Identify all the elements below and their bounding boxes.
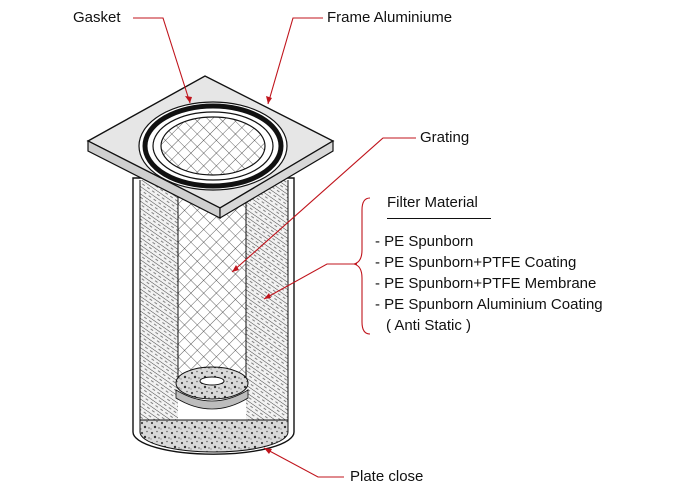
gasket-ring xyxy=(138,101,288,191)
filter-material-item: ( Anti Static ) xyxy=(386,317,472,334)
filter-material-item: - PE Spunborn+PTFE Coating xyxy=(375,254,577,271)
frame-label: Frame Aluminiume xyxy=(327,9,453,26)
filter-media-right xyxy=(246,180,288,420)
filter-material-item: - PE Spunborn xyxy=(375,233,474,250)
filter-material-item: - PE Spunborn+PTFE Membrane xyxy=(375,275,597,292)
leader-filter-material xyxy=(263,263,357,300)
filter-material-brace xyxy=(353,197,371,335)
leader-lines xyxy=(133,17,416,478)
bottom-ring xyxy=(175,389,249,410)
filter-material-item: - PE Spunborn Aluminium Coating xyxy=(375,296,603,313)
center-boss xyxy=(199,376,225,386)
filter-material-heading: Filter Material xyxy=(387,194,478,211)
grating-label: Grating xyxy=(420,129,470,146)
leader-grating xyxy=(231,137,416,273)
leader-gasket xyxy=(133,17,191,104)
top-grating xyxy=(160,116,266,176)
plate-close-label: Plate close xyxy=(350,468,424,485)
grating-cylinder xyxy=(177,189,247,381)
leader-frame xyxy=(267,17,323,105)
filter-media-left xyxy=(140,180,178,420)
gasket-label: Gasket xyxy=(73,9,121,26)
filter-material-underline xyxy=(387,218,491,219)
leader-plate-close xyxy=(263,447,344,478)
bottom-plate xyxy=(139,419,289,453)
filter-cylinder xyxy=(132,177,295,455)
